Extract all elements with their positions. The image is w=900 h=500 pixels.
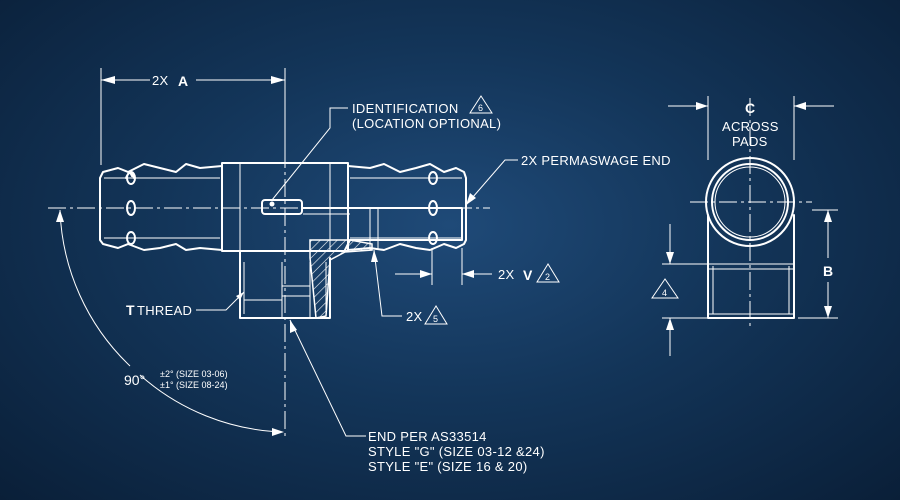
note5-prefix: 2X xyxy=(406,309,423,324)
note5-number: 5 xyxy=(433,314,438,324)
end-note-line-2: STYLE "G" (SIZE 03-12 &24) xyxy=(368,444,545,459)
dimension-b xyxy=(798,209,838,319)
dim-c-across: ACROSS xyxy=(722,119,779,134)
dim-v-letter: V xyxy=(523,267,533,283)
side-view xyxy=(705,157,795,319)
location-optional-label: (LOCATION OPTIONAL) xyxy=(352,116,501,131)
dim-v-prefix: 2X xyxy=(498,267,515,282)
dim-a-letter: A xyxy=(178,73,188,89)
angle-value: 90° xyxy=(124,372,145,388)
dimension-c xyxy=(668,96,834,160)
note5-leader xyxy=(371,249,448,325)
front-view xyxy=(99,162,467,319)
identification-label: IDENTIFICATION xyxy=(352,101,459,116)
note4-number: 4 xyxy=(662,288,667,298)
permaswage-label: 2X PERMASWAGE END xyxy=(521,153,671,168)
angle-tolerance-1: ±2° (SIZE 03-06) xyxy=(160,369,228,379)
identification-note-number: 6 xyxy=(478,103,483,113)
center-lines xyxy=(48,98,812,440)
identification-leader xyxy=(269,95,493,207)
dim-b-letter: B xyxy=(823,263,833,279)
permaswage-leader xyxy=(465,159,518,206)
end-note-leader xyxy=(289,319,366,437)
dim-v-note-number: 2 xyxy=(545,272,550,282)
angle-dimension xyxy=(56,209,284,436)
dimension-note4 xyxy=(651,224,708,356)
dimension-a xyxy=(100,68,286,165)
angle-tolerance-2: ±1° (SIZE 08-24) xyxy=(160,380,228,390)
end-note-line-3: STYLE "E" (SIZE 16 & 20) xyxy=(368,459,528,474)
dim-c-letter: C xyxy=(745,100,755,116)
thread-leader xyxy=(196,291,245,311)
dim-c-pads: PADS xyxy=(732,134,768,149)
dimension-v xyxy=(395,248,560,285)
dim-a-prefix: 2X xyxy=(152,73,169,88)
thread-label: THREAD xyxy=(137,303,192,318)
end-note-line-1: END PER AS33514 xyxy=(368,429,487,444)
thread-letter: T xyxy=(126,302,135,318)
